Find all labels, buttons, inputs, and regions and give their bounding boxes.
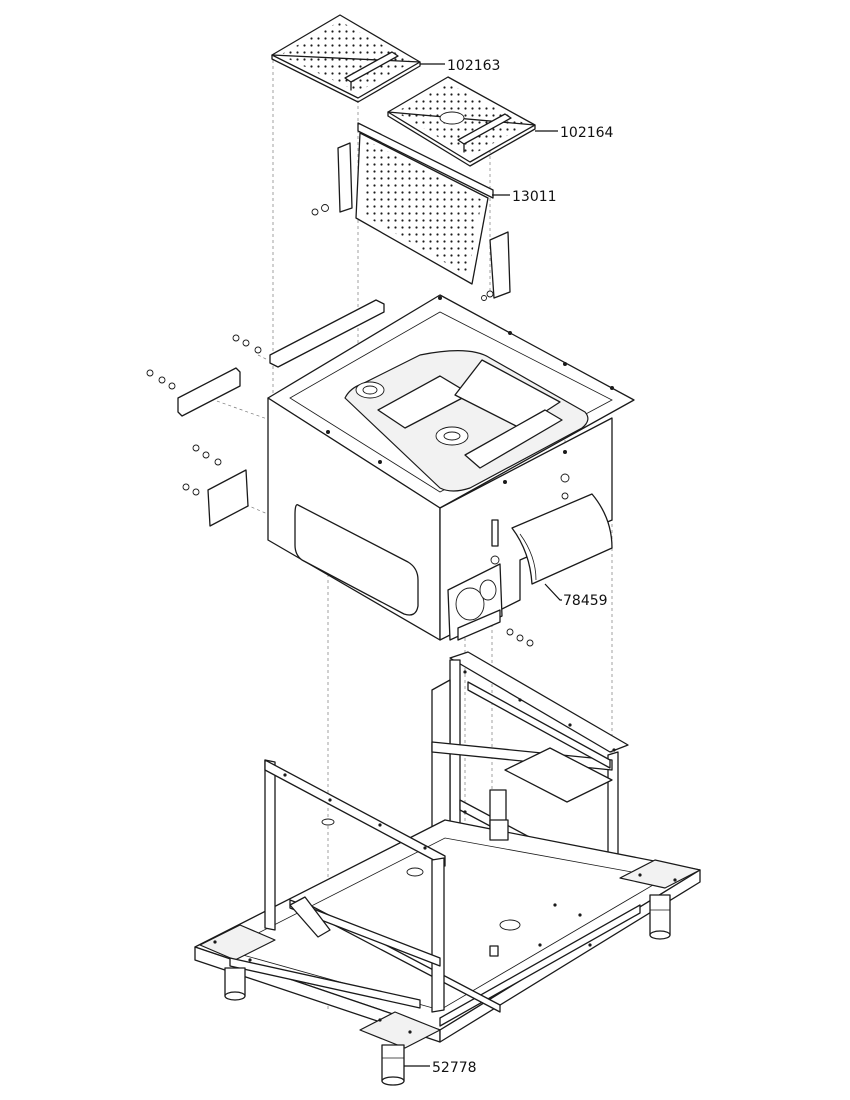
heat-shield <box>511 493 613 585</box>
base-legs <box>224 819 671 1086</box>
screen-fastener-left <box>311 204 329 216</box>
filter-pan-left <box>271 14 421 103</box>
base-frame <box>194 759 701 1049</box>
bracket-fasteners <box>146 334 262 496</box>
leader-lines <box>404 63 562 1067</box>
tank-side-bolts <box>490 473 570 647</box>
callout-102163: 102163 <box>447 58 500 74</box>
filter-pan-right <box>387 76 536 167</box>
leg-left <box>224 967 246 1001</box>
callout-102164: 102164 <box>560 125 614 141</box>
base-frame-holes <box>213 773 677 1034</box>
callout-78459: 78459 <box>563 593 608 609</box>
callout-13011: 13011 <box>512 189 557 205</box>
leg-front <box>381 1044 405 1086</box>
side-brackets <box>146 299 385 527</box>
callout-52778: 52778 <box>432 1060 477 1076</box>
filter-screen <box>311 122 511 301</box>
leg-right <box>649 894 671 940</box>
screen-fastener-right <box>481 290 494 301</box>
leg-rear <box>489 819 509 841</box>
tank-rim-holes <box>326 296 614 484</box>
